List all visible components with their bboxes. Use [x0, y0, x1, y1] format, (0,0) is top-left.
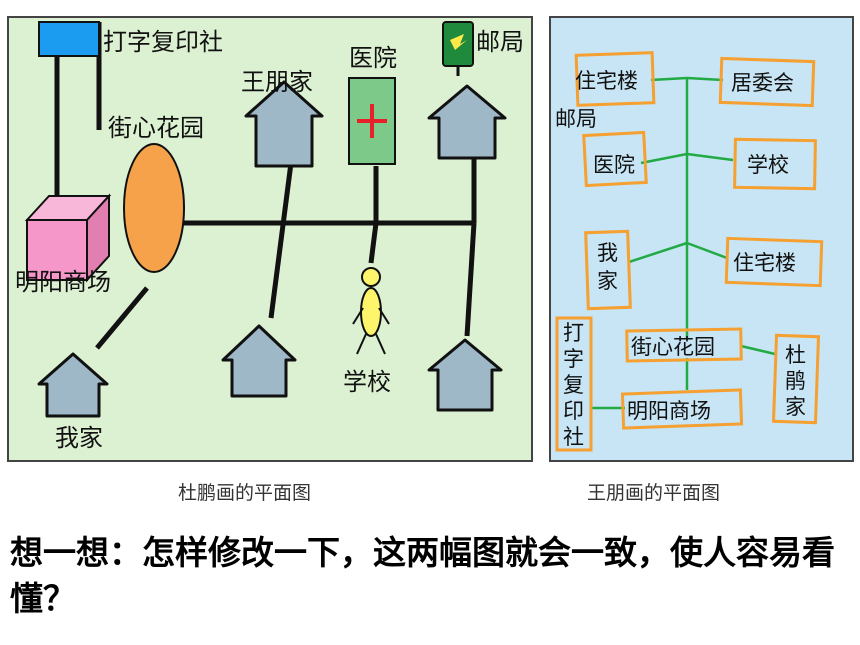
wang-peng-map: 住宅楼 居委会 邮局 医院 学校 我 家 住宅楼 打 字 复 印 社 街心花园 …	[555, 51, 824, 452]
committee-label: 居委会	[731, 71, 794, 95]
hospital-label: 医院	[349, 44, 397, 72]
garden-label: 街心花园	[631, 335, 715, 359]
my-home-house-icon	[37, 352, 109, 418]
svg-text:鹃: 鹃	[785, 369, 806, 393]
print-shop-sign-icon	[38, 21, 100, 57]
print-shop-vertical-label: 打 字 复 印 社	[563, 321, 584, 449]
post-office-house-icon	[427, 84, 507, 160]
svg-text:家: 家	[785, 395, 806, 419]
residential-1-label: 住宅楼	[575, 69, 638, 93]
wang-peng-map-panel: 住宅楼 居委会 邮局 医院 学校 我 家 住宅楼 打 字 复 印 社 街心花园 …	[549, 16, 854, 462]
svg-text:复: 复	[563, 373, 584, 397]
house-bottom-right-icon	[427, 338, 503, 412]
left-map-caption: 杜鹏画的平面图	[178, 482, 312, 504]
mall-building-icon	[24, 193, 112, 283]
du-home-vertical-label: 杜 鹃 家	[785, 343, 806, 419]
hospital-label: 医院	[593, 153, 635, 177]
post-office-label: 邮局	[476, 28, 524, 56]
mall-label: 明阳商场	[15, 268, 111, 296]
my-home-label-char-1: 我	[597, 241, 618, 265]
svg-text:印: 印	[563, 399, 584, 423]
print-shop-label: 打字复印社	[103, 28, 223, 56]
my-home-label-char-2: 家	[597, 269, 618, 293]
wang-home-label: 王朋家	[241, 68, 313, 96]
road-network	[591, 76, 776, 410]
svg-text:打: 打	[563, 321, 584, 345]
school-label: 学校	[747, 153, 789, 177]
right-map-caption: 王朋画的平面图	[587, 482, 721, 504]
school-label: 学校	[343, 368, 391, 396]
svg-text:社: 社	[563, 425, 584, 449]
house-bottom-middle-icon	[221, 324, 297, 398]
post-office-sign-icon	[442, 21, 474, 76]
svg-text:杜: 杜	[785, 343, 806, 367]
red-cross-icon	[357, 104, 387, 138]
mall-label: 明阳商场	[627, 399, 711, 423]
post-office-label: 邮局	[555, 107, 597, 131]
du-peng-map-panel: 打字复印社 明阳商场 街心花园 王朋家 医院 邮局	[7, 16, 533, 462]
my-home-label: 我家	[55, 424, 103, 452]
du-peng-map: 打字复印社 明阳商场 街心花园 王朋家 医院 邮局	[15, 21, 524, 452]
svg-text:字: 字	[563, 347, 584, 371]
roads	[54, 22, 477, 350]
garden-label: 街心花园	[108, 114, 204, 142]
question-text: 想一想：怎样修改一下，这两幅图就会一致，使人容易看懂？	[10, 533, 835, 618]
label-boxes	[555, 51, 824, 452]
school-child-icon	[352, 267, 390, 355]
wang-home-house-icon	[244, 80, 324, 168]
garden-icon	[123, 143, 185, 273]
residential-2-label: 住宅楼	[733, 251, 796, 275]
